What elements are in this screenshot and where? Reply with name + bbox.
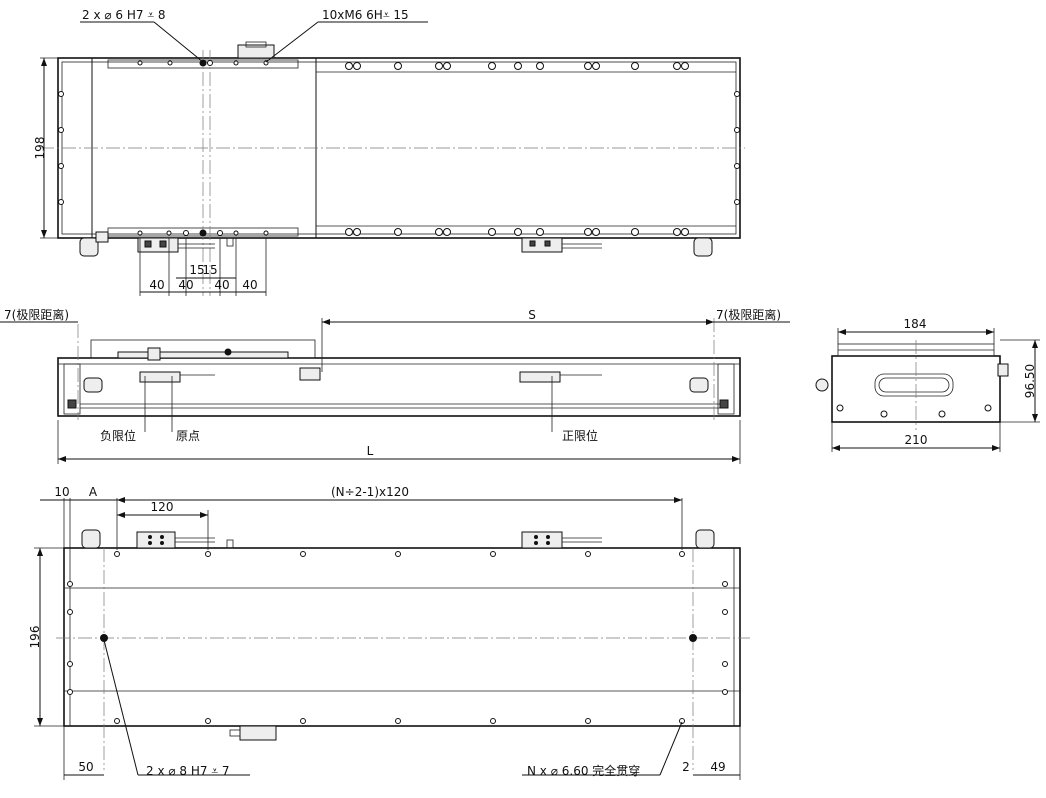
bottom-view: [34, 497, 750, 780]
through-holes-callout: N x ⌀ 6.60 完全贯穿: [527, 763, 640, 778]
top-height-dim: 198: [33, 137, 47, 160]
dim-40-c: 40: [214, 278, 229, 292]
end-view: [815, 328, 1040, 452]
dim-15-b: 15: [202, 263, 217, 277]
end-height: 96.50: [1023, 364, 1037, 398]
dim-10: 10: [54, 485, 69, 499]
pitch-formula: (N÷2-1)x120: [331, 485, 409, 499]
limit-left-label: 7(极限距离): [4, 307, 69, 322]
top-thread-callout: 10xM6 6H⩡ 15: [322, 8, 409, 22]
dim-a: A: [89, 485, 98, 499]
top-view: [40, 21, 745, 296]
pos-limit-label: 正限位: [562, 428, 598, 443]
dim-40-b: 40: [178, 278, 193, 292]
end-inner-width: 184: [904, 317, 927, 331]
top-pin-callout: 2 x ⌀ 6 H7 ⩡ 8: [82, 8, 166, 22]
dim-40-d: 40: [242, 278, 257, 292]
stroke-label: S: [528, 308, 536, 322]
origin-label: 原点: [176, 429, 200, 443]
end-outer-width: 210: [905, 433, 928, 447]
dim-40-a: 40: [149, 278, 164, 292]
dim-15-a: 15: [189, 263, 204, 277]
dim-49: 49: [710, 760, 725, 774]
dim-50: 50: [78, 760, 93, 774]
neg-limit-label: 负限位: [100, 428, 136, 443]
length-label: L: [367, 444, 374, 458]
dim-2: 2: [682, 760, 690, 774]
side-view: [0, 318, 790, 464]
limit-right-label: 7(极限距离): [716, 307, 781, 322]
pitch-120: 120: [151, 500, 174, 514]
bottom-height-dim: 196: [28, 626, 42, 649]
bottom-pin-callout: 2 x ⌀ 8 H7 ⩡ 7: [146, 764, 230, 778]
